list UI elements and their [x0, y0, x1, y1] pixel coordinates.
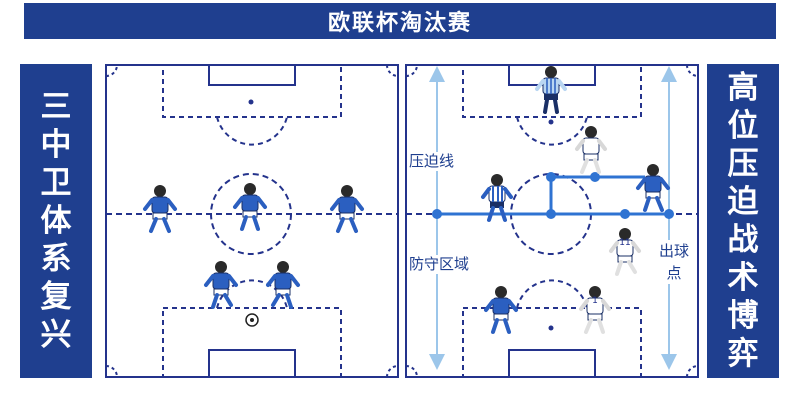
defense-zone-label: 防守区域: [407, 255, 472, 274]
player-figure-icon: [204, 261, 238, 309]
top-penalty-arc: [516, 116, 588, 146]
left-banner-char: 复: [40, 279, 72, 315]
top-penalty-box: [162, 64, 342, 118]
goalkeeper-figure-icon: [535, 66, 567, 114]
corner-arc: [105, 64, 118, 77]
left-pitch: [105, 64, 399, 378]
player-figure-icon: [484, 286, 518, 334]
page-title: 欧联杯淘汰赛: [327, 11, 472, 36]
right-pitch: 11 1: [405, 64, 699, 378]
right-banner-char: 迫: [727, 184, 759, 220]
bottom-penalty-box: [462, 307, 642, 378]
right-banner-char: 战: [727, 222, 759, 258]
left-banner-char: 中: [40, 127, 72, 163]
left-banner-char: 系: [40, 241, 72, 277]
bottom-penalty-arc: [216, 279, 288, 309]
corner-arc: [386, 365, 399, 378]
title-bar: 欧联杯淘汰赛: [24, 3, 776, 39]
press-line-label: 压迫线: [407, 152, 457, 171]
left-banner-char: 卫: [40, 165, 72, 201]
right-banner-char: 压: [727, 146, 759, 182]
top-goal-area: [208, 64, 296, 86]
right-banner-char: 弈: [727, 336, 759, 372]
left-banner: 三 中 卫 体 系 复 兴: [20, 64, 92, 378]
bottom-goal-area: [208, 349, 296, 378]
football-icon: [245, 313, 259, 327]
player-figure-icon: [575, 126, 607, 174]
left-pitch-drawing: [105, 64, 399, 378]
corner-arc: [105, 365, 118, 378]
right-banner: 高 位 压 迫 战 术 博 弈: [707, 64, 779, 378]
outlet-point-label: 出球点: [655, 240, 693, 284]
bottom-penalty-arc: [516, 279, 588, 309]
left-banner-char: 体: [40, 203, 72, 239]
center-circle: [210, 173, 292, 255]
right-pitch-drawing: 11 1: [405, 64, 699, 378]
player-figure-icon: [143, 185, 177, 233]
player-figure-icon: [481, 174, 513, 222]
right-banner-char: 高: [727, 70, 759, 106]
player-figure-icon: [330, 185, 364, 233]
jersey-number: 11: [619, 238, 630, 248]
top-penalty-box: [462, 64, 642, 118]
player-figure-icon: [636, 164, 670, 212]
right-banner-char: 术: [727, 260, 759, 296]
player-figure-icon: [609, 228, 641, 276]
jersey-number: 1: [592, 296, 598, 306]
right-banner-char: 位: [727, 108, 759, 144]
player-figure-icon: [266, 261, 300, 309]
player-figure-icon: [233, 183, 267, 231]
right-banner-char: 博: [727, 298, 759, 334]
pitch-outline: [105, 64, 399, 378]
bottom-goal-area: [508, 349, 596, 378]
left-banner-char: 兴: [40, 317, 72, 353]
player-figure-icon: [579, 286, 611, 334]
corner-arc: [386, 64, 399, 77]
left-banner-char: 三: [40, 89, 72, 125]
press-structure: [437, 175, 669, 216]
top-penalty-arc: [216, 116, 288, 146]
